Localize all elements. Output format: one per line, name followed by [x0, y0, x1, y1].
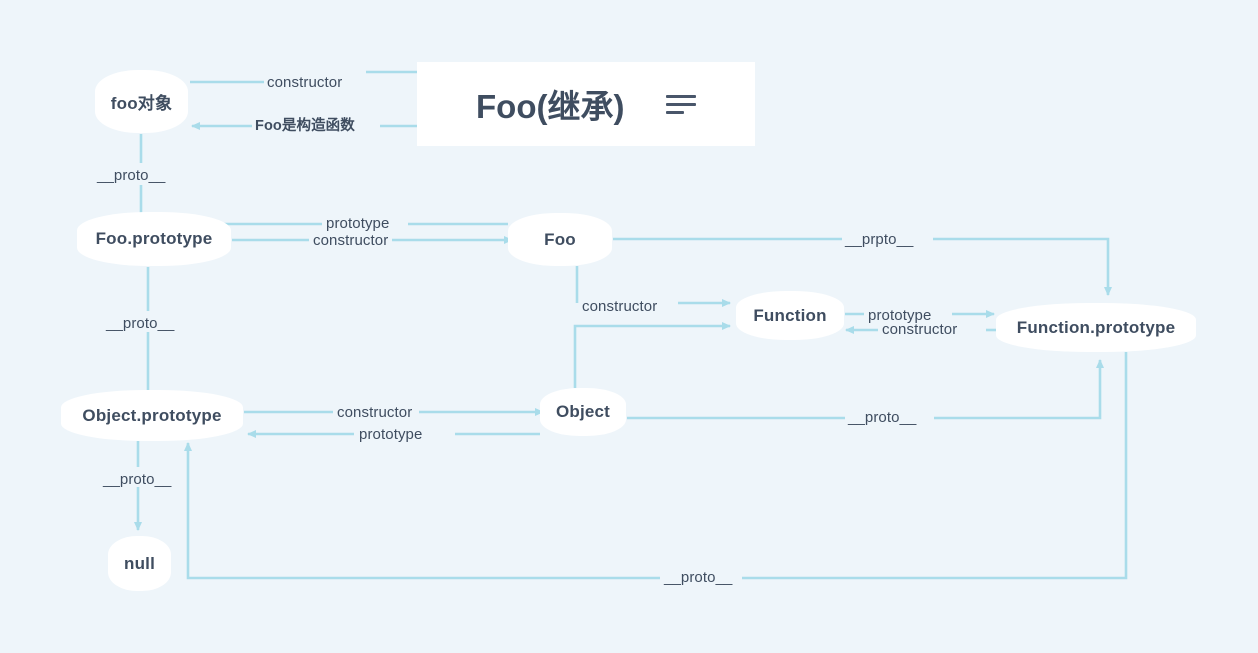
node-label: Function.prototype [1016, 317, 1176, 337]
edge-label-fooproto-proto-2: __proto__ [106, 315, 175, 332]
node-Foo[interactable]: Foo [508, 213, 612, 266]
edge-label-objproto-ctor: constructor [337, 404, 413, 421]
edge-label-object-proto: __proto__ [848, 409, 917, 426]
title-panel: Foo(继承) [417, 62, 755, 146]
edge-foo-prpto-head [933, 237, 1112, 296]
node-null[interactable]: null [108, 536, 171, 591]
node-Object[interactable]: Object [540, 388, 626, 436]
node-foo[interactable]: foo对象 [95, 70, 188, 133]
edge-funcproto-to-objproto-head [184, 442, 660, 580]
edge-label-foo-is-ctor: Foo是构造函数 [255, 118, 355, 134]
edge-object-to-function [573, 322, 731, 388]
node-label: foo对象 [110, 94, 173, 113]
node-label: Function [753, 305, 827, 325]
edge-label-foo-constructor: constructor [267, 74, 343, 91]
edge-label-bottom-proto: __proto__ [664, 569, 733, 586]
edge-label-foo-proto-1: __proto__ [97, 167, 166, 184]
node-label: null [123, 553, 155, 573]
edge-funcproto-to-objproto-tail [742, 352, 1128, 580]
node-objproto[interactable]: Object.prototype [61, 390, 243, 441]
node-Function[interactable]: Function [736, 291, 844, 340]
edge-object-proto-head [934, 359, 1104, 420]
edge-label-Foo-constructor: constructor [582, 298, 658, 315]
hamburger-icon[interactable] [666, 94, 697, 114]
edge-label-fooproto-ctor: constructor [313, 232, 389, 249]
edge-label-objproto-proto-3: __proto__ [103, 471, 172, 488]
edge-label-objproto-prototype: prototype [359, 426, 423, 443]
node-fooproto[interactable]: Foo.prototype [77, 212, 231, 266]
page-title: Foo(继承) [476, 88, 625, 125]
node-label: Foo [544, 229, 576, 249]
edge-label-func-constructor: constructor [882, 321, 958, 338]
node-funcproto[interactable]: Function.prototype [996, 303, 1196, 352]
edge-label-fooproto-prototype: prototype [326, 215, 390, 232]
node-label: Foo.prototype [95, 229, 213, 248]
edge-label-func-prototype: prototype [868, 307, 932, 324]
node-label: Object [555, 402, 611, 421]
node-label: Object.prototype [82, 405, 222, 425]
edge-label-foo-prpto: __prpto__ [845, 231, 914, 248]
